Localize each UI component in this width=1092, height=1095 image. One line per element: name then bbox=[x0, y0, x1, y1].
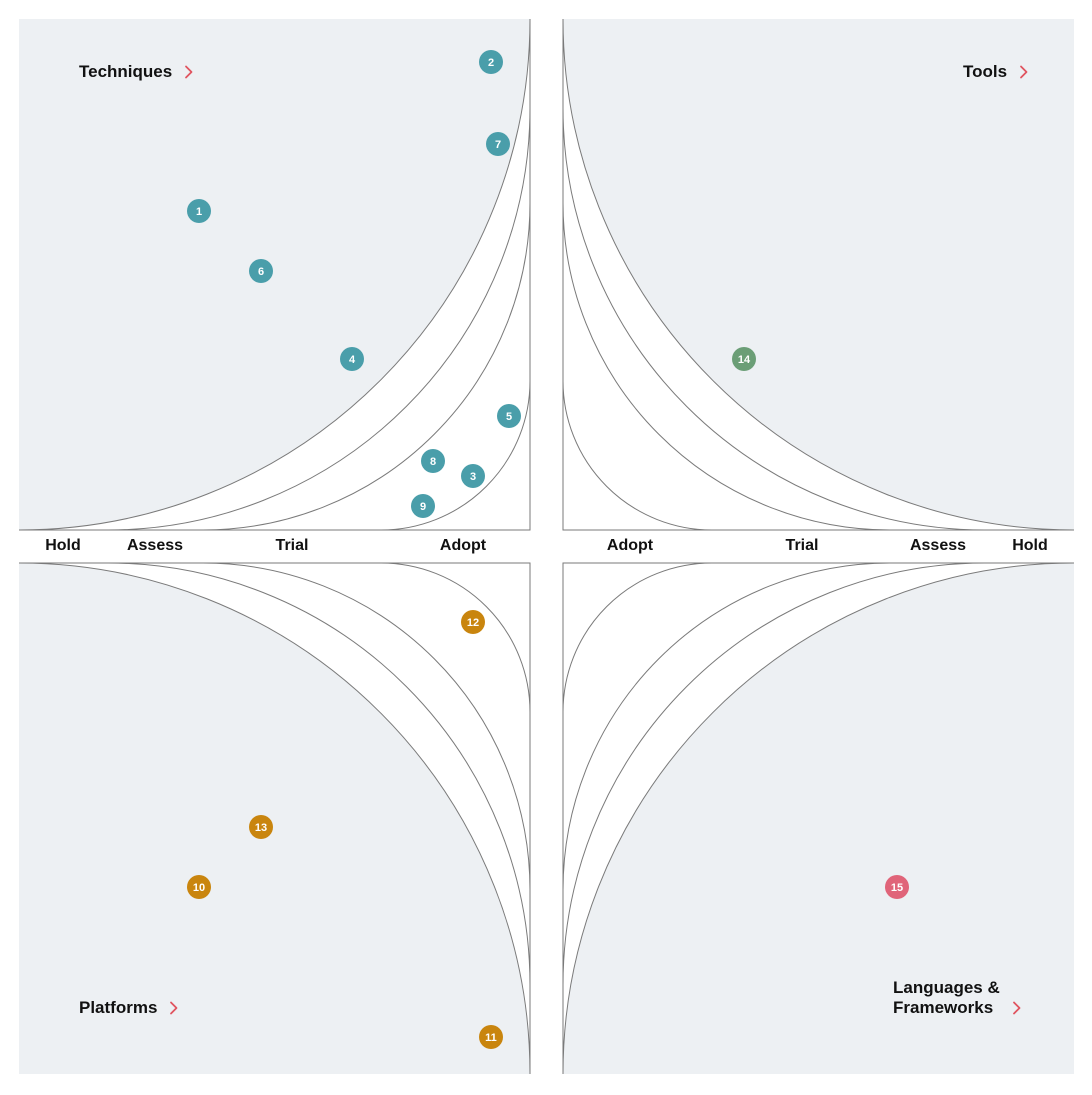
quadrant-title-tools-text: Tools bbox=[963, 62, 1008, 81]
ring-label-assess-right: Assess bbox=[909, 537, 967, 554]
blip-3[interactable]: 3 bbox=[461, 464, 485, 488]
quadrant-techniques bbox=[18, 18, 531, 531]
blip-number: 9 bbox=[420, 501, 426, 513]
blip-marker bbox=[249, 259, 273, 283]
blip-13[interactable]: 13 bbox=[249, 815, 273, 839]
blip-1[interactable]: 1 bbox=[187, 199, 211, 223]
ring-arc-3 bbox=[380, 380, 531, 531]
blip-marker bbox=[497, 404, 521, 428]
blip-11[interactable]: 11 bbox=[479, 1025, 503, 1049]
blip-7[interactable]: 7 bbox=[486, 132, 510, 156]
blip-number: 7 bbox=[495, 139, 501, 151]
chevron-right-icon bbox=[1012, 1001, 1021, 1015]
ring-label-adopt-left: Adopt bbox=[439, 537, 487, 554]
quadrant-title-techniques-text: Techniques bbox=[79, 62, 173, 81]
blip-6[interactable]: 6 bbox=[249, 259, 273, 283]
blip-number: 10 bbox=[193, 882, 205, 894]
quadrant-title-techniques[interactable]: Techniques bbox=[79, 62, 196, 82]
blip-marker bbox=[340, 347, 364, 371]
blip-15[interactable]: 15 bbox=[885, 875, 909, 899]
quadrant-title-tools[interactable]: Tools bbox=[963, 62, 1031, 82]
blip-marker bbox=[486, 132, 510, 156]
blip-marker bbox=[732, 347, 756, 371]
ring-arc-1 bbox=[562, 107, 986, 531]
ring-label-adopt-right: Adopt bbox=[606, 537, 654, 554]
ring-arc-2 bbox=[202, 562, 531, 891]
blip-number: 5 bbox=[506, 411, 512, 423]
blip-marker bbox=[461, 610, 485, 634]
quadrant-title-languages[interactable]: Languages & Frameworks bbox=[893, 978, 1024, 1018]
chevron-right-icon bbox=[1020, 65, 1028, 79]
blip-marker bbox=[461, 464, 485, 488]
blip-marker bbox=[479, 1025, 503, 1049]
blip-marker bbox=[885, 875, 909, 899]
blip-9[interactable]: 9 bbox=[411, 494, 435, 518]
quadrant-platforms bbox=[18, 562, 531, 1075]
blip-number: 6 bbox=[258, 266, 264, 278]
quadrant-languages bbox=[562, 562, 1075, 1075]
blip-marker bbox=[187, 199, 211, 223]
ring-label-hold-left: Hold bbox=[45, 537, 81, 554]
chevron-right-icon bbox=[185, 65, 193, 79]
ring-arc-0 bbox=[562, 562, 1075, 1075]
ring-arc-3 bbox=[562, 380, 713, 531]
ring-arc-0 bbox=[562, 18, 1075, 531]
ring-label-trial-right: Trial bbox=[785, 537, 819, 554]
blip-marker bbox=[421, 449, 445, 473]
blip-marker bbox=[249, 815, 273, 839]
blip-marker bbox=[479, 50, 503, 74]
ring-label-trial-left: Trial bbox=[275, 537, 309, 554]
blip-number: 1 bbox=[196, 206, 202, 218]
blip-number: 14 bbox=[738, 354, 751, 366]
chevron-right-icon bbox=[170, 1001, 178, 1015]
blip-5[interactable]: 5 bbox=[497, 404, 521, 428]
ring-arc-1 bbox=[107, 107, 531, 531]
blip-marker bbox=[411, 494, 435, 518]
ring-arc-2 bbox=[202, 202, 531, 531]
blip-number: 8 bbox=[430, 456, 436, 468]
ring-label-assess-left: Assess bbox=[126, 537, 184, 554]
blip-2[interactable]: 2 bbox=[479, 50, 503, 74]
ring-label-hold-right: Hold bbox=[1012, 537, 1048, 554]
ring-arc-3 bbox=[562, 562, 713, 713]
blip-14[interactable]: 14 bbox=[732, 347, 756, 371]
ring-arc-2 bbox=[562, 202, 891, 531]
ring-arc-0 bbox=[18, 562, 531, 1075]
blip-10[interactable]: 10 bbox=[187, 875, 211, 899]
blip-number: 2 bbox=[488, 57, 494, 69]
ring-arc-0 bbox=[18, 18, 531, 531]
blip-number: 15 bbox=[891, 882, 903, 894]
blip-number: 4 bbox=[349, 354, 356, 366]
blip-marker bbox=[187, 875, 211, 899]
quadrant-title-platforms-text: Platforms bbox=[79, 998, 158, 1017]
blip-number: 3 bbox=[470, 471, 476, 483]
blip-8[interactable]: 8 bbox=[421, 449, 445, 473]
blip-number: 13 bbox=[255, 822, 267, 834]
quadrant-title-languages-text: Languages & Frameworks bbox=[893, 978, 1000, 1017]
ring-arc-3 bbox=[380, 562, 531, 713]
ring-arc-1 bbox=[562, 562, 986, 986]
ring-arc-1 bbox=[107, 562, 531, 986]
ring-arc-2 bbox=[562, 562, 891, 891]
quadrant-title-platforms[interactable]: Platforms bbox=[79, 998, 181, 1018]
blip-number: 11 bbox=[485, 1032, 497, 1044]
quadrant-tools bbox=[562, 18, 1075, 531]
blip-number: 12 bbox=[467, 617, 479, 629]
blip-4[interactable]: 4 bbox=[340, 347, 364, 371]
blip-12[interactable]: 12 bbox=[461, 610, 485, 634]
